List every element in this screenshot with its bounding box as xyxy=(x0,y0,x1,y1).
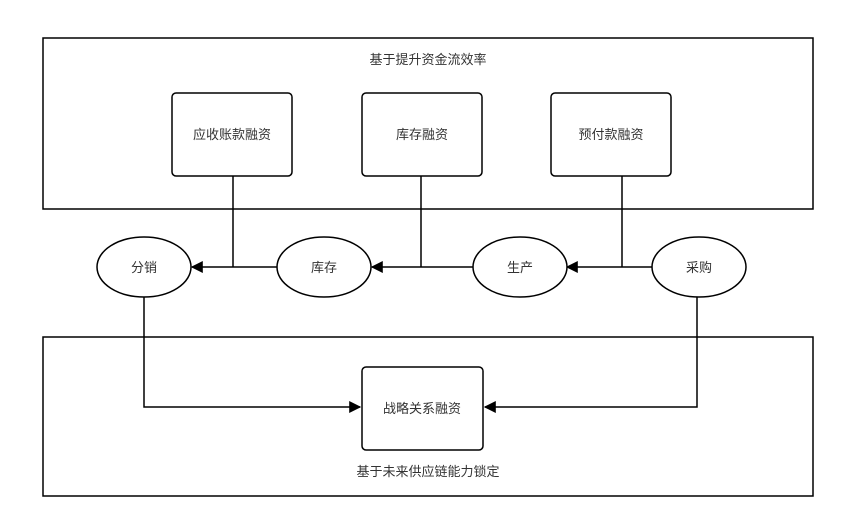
node-procurement xyxy=(651,236,747,298)
node-distribution xyxy=(96,236,192,298)
node-inventory xyxy=(276,236,372,298)
box-inventory-financing xyxy=(361,92,483,177)
node-production xyxy=(472,236,568,298)
node-inventory-label: 库存 xyxy=(311,260,337,276)
box-inventory-financing-label: 库存融资 xyxy=(396,127,448,143)
top-group-title: 基于提升资金流效率 xyxy=(369,52,486,68)
box-prepayment-financing-label: 预付款融资 xyxy=(578,128,643,143)
node-production-label: 生产 xyxy=(507,261,533,276)
box-prepayment-financing xyxy=(550,92,672,177)
node-distribution-label: 分销 xyxy=(131,261,157,276)
node-procurement-label: 采购 xyxy=(686,260,712,276)
box-receivables-financing xyxy=(171,92,293,177)
bottom-group-title: 基于未来供应链能力锁定 xyxy=(356,464,499,480)
arrow-procurement-to-strategic xyxy=(483,297,698,413)
box-receivables-financing-label: 应收账款融资 xyxy=(193,127,271,143)
box-strategic-financing xyxy=(361,366,484,451)
arrow-distribution-to-strategic xyxy=(143,297,362,413)
box-strategic-financing-label: 战略关系融资 xyxy=(383,401,461,417)
